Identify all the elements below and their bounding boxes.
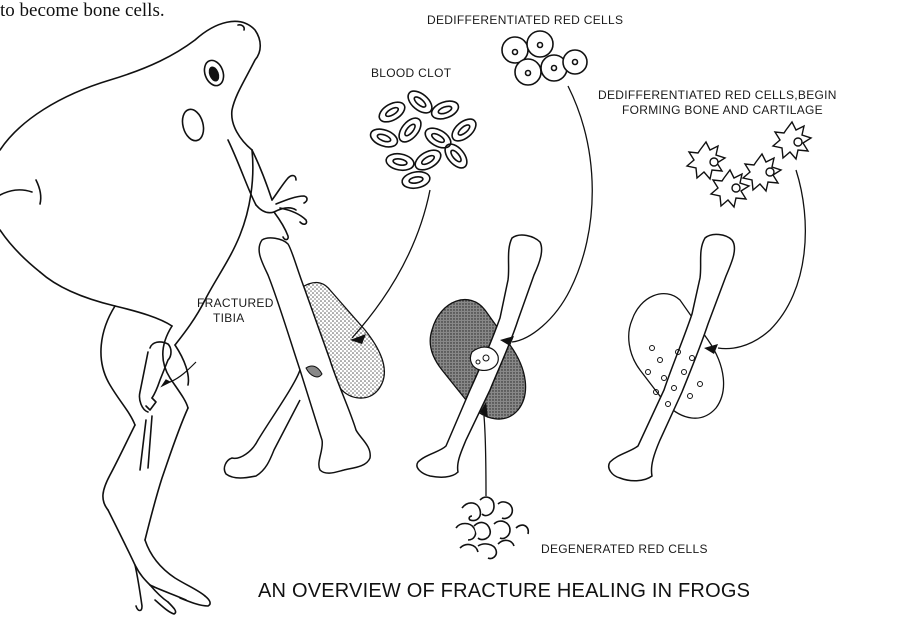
degenerated-cells: [456, 497, 528, 558]
blood-clot-cells: [368, 87, 480, 190]
label-blood-clot: BLOOD CLOT: [371, 66, 451, 80]
label-dedifferentiated-begin-line2: FORMING BONE AND CARTILAGE: [622, 103, 823, 117]
blood-clot-leader: [352, 190, 430, 338]
cartilage-forming-cells: [687, 122, 811, 207]
label-fractured: FRACTURED: [197, 296, 274, 310]
degenerated-leader: [484, 416, 486, 496]
dedifferentiated-cells: [502, 31, 587, 85]
label-degenerated-red-cells: DEGENERATED RED CELLS: [541, 542, 708, 556]
label-tibia: TIBIA: [213, 311, 245, 325]
frog-drawing: [0, 21, 307, 614]
figure-caption: AN OVERVIEW OF FRACTURE HEALING IN FROGS: [258, 580, 750, 603]
label-dedifferentiated-begin-line1: DEDIFFERENTIATED RED CELLS,BEGIN: [598, 88, 837, 102]
label-dedifferentiated-red-cells: DEDIFFERENTIATED RED CELLS: [427, 13, 623, 27]
bone-stage-2: [417, 235, 542, 477]
bone-stage-1: [224, 238, 384, 478]
bone-stage-3: [609, 234, 735, 480]
